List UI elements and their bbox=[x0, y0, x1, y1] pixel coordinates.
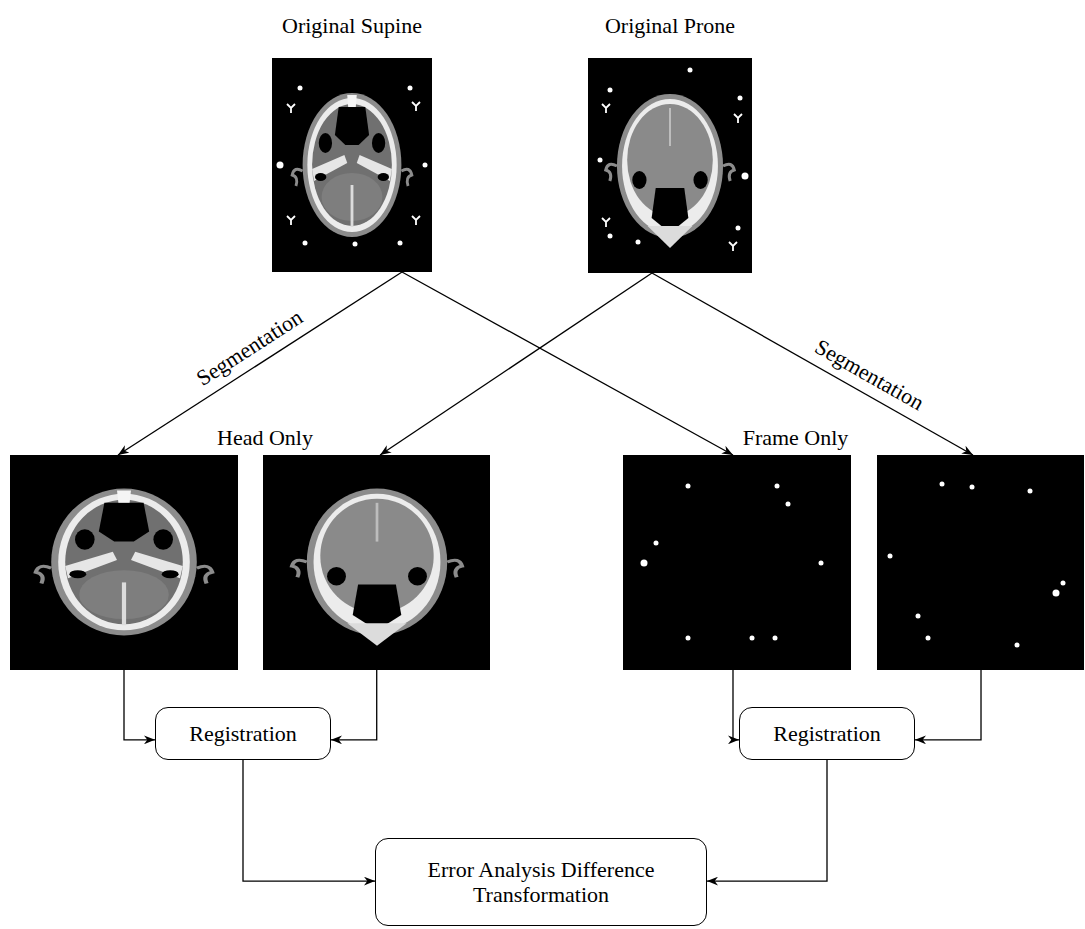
box-label: Error Analysis Difference Transformation bbox=[376, 857, 706, 908]
illustration-part bbox=[1015, 643, 1020, 648]
panel-heading: Original Prone bbox=[605, 13, 735, 38]
flow-arrow bbox=[331, 670, 377, 740]
flow-arrow bbox=[124, 670, 155, 740]
illustration-part bbox=[916, 614, 921, 619]
image-panel: Original Prone bbox=[588, 58, 752, 273]
image-group: Head Only bbox=[10, 455, 490, 670]
illustration-part bbox=[819, 561, 824, 566]
flow-arrow bbox=[915, 670, 981, 740]
illustration-part bbox=[36, 489, 212, 636]
panel-heading: Head Only bbox=[217, 425, 313, 450]
illustration-part bbox=[598, 158, 603, 163]
illustration-part bbox=[398, 241, 403, 246]
flow-arrow bbox=[652, 273, 973, 455]
illustration-part bbox=[608, 88, 613, 93]
flow-arrow bbox=[118, 272, 402, 455]
illustration-part bbox=[773, 636, 778, 641]
illustration-part bbox=[263, 455, 490, 670]
image-group: Frame Only bbox=[623, 455, 1084, 670]
flow-arrow bbox=[402, 272, 733, 455]
illustration-part bbox=[10, 455, 238, 670]
process-box: Registration bbox=[155, 707, 331, 760]
supine-ct-image bbox=[272, 58, 432, 272]
head-only-supine-image bbox=[10, 455, 238, 670]
illustration-part bbox=[1053, 590, 1060, 597]
illustration-part bbox=[287, 104, 295, 113]
illustration-part bbox=[970, 485, 975, 490]
illustration-part bbox=[1061, 581, 1066, 586]
illustration-part bbox=[623, 455, 851, 670]
illustration-part bbox=[272, 58, 432, 272]
flow-arrow bbox=[380, 273, 652, 455]
illustration-part bbox=[742, 173, 749, 180]
illustration-part bbox=[736, 226, 741, 231]
illustration-part bbox=[686, 484, 691, 489]
illustration-part bbox=[602, 218, 610, 227]
illustration-part bbox=[277, 162, 284, 169]
illustration-part bbox=[888, 554, 893, 559]
illustration-part bbox=[940, 482, 945, 487]
illustration-part bbox=[606, 94, 735, 248]
illustration-part bbox=[786, 502, 791, 507]
illustration-part bbox=[303, 241, 308, 246]
illustration-part bbox=[734, 114, 742, 123]
illustration-part bbox=[750, 636, 755, 641]
process-box: Registration bbox=[739, 707, 915, 760]
illustration-part bbox=[636, 240, 641, 245]
illustration-part bbox=[738, 96, 743, 101]
edge-label: Segmentation bbox=[809, 333, 930, 417]
illustration-part bbox=[292, 93, 412, 237]
illustration-part bbox=[602, 104, 610, 113]
illustration-part bbox=[408, 86, 413, 91]
illustration-part bbox=[588, 58, 752, 273]
illustration-part bbox=[877, 455, 1084, 670]
head-only-prone-image bbox=[263, 455, 490, 670]
illustration-part bbox=[654, 541, 659, 546]
illustration-part bbox=[688, 68, 693, 73]
flow-arrow bbox=[243, 760, 375, 881]
illustration-part bbox=[423, 163, 428, 168]
panel-heading: Frame Only bbox=[743, 425, 849, 450]
illustration-part bbox=[608, 234, 613, 239]
prone-ct-image bbox=[588, 58, 752, 273]
frame-only-supine-image bbox=[623, 455, 851, 670]
illustration-part bbox=[287, 216, 295, 225]
flow-arrow bbox=[707, 760, 827, 881]
illustration-part bbox=[412, 216, 420, 225]
illustration-part bbox=[298, 86, 303, 91]
box-label: Registration bbox=[189, 721, 297, 746]
illustration-part bbox=[641, 560, 648, 567]
illustration-part bbox=[353, 242, 358, 247]
illustration-part bbox=[1028, 489, 1033, 494]
edge-label: Segmentation bbox=[191, 303, 310, 392]
illustration-part bbox=[775, 484, 780, 489]
frame-only-prone-image bbox=[877, 455, 1084, 670]
process-box: Error Analysis Difference Transformation bbox=[375, 838, 707, 926]
illustration-part bbox=[292, 489, 462, 646]
illustration-part bbox=[926, 636, 931, 641]
illustration-part bbox=[412, 102, 420, 111]
illustration-part bbox=[729, 242, 737, 251]
box-label: Registration bbox=[773, 721, 881, 746]
illustration-part bbox=[686, 636, 691, 641]
panel-heading: Original Supine bbox=[282, 13, 422, 38]
image-panel: Original Supine bbox=[272, 58, 432, 272]
